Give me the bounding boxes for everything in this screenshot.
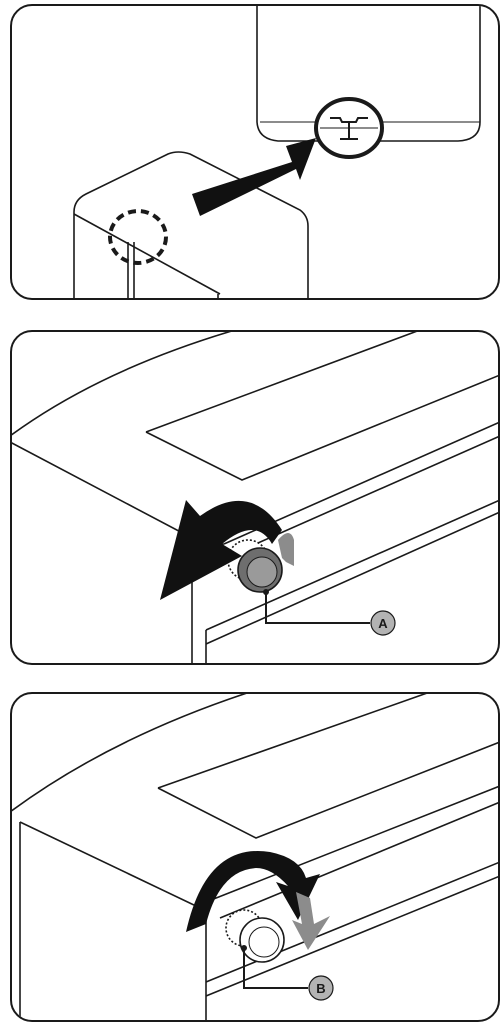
- step-3-panel: B: [10, 692, 500, 1022]
- adjustment-knob: [226, 910, 284, 962]
- step-2-panel: A: [10, 330, 500, 665]
- adjustment-knob: [228, 540, 282, 592]
- grey-rotation-hint-arrow: [292, 892, 330, 950]
- push-direction-arrow: [192, 138, 316, 216]
- appliance-detail-circle: [110, 211, 166, 263]
- step-1-illustration: [10, 4, 500, 300]
- step-3-illustration: B: [10, 692, 500, 1022]
- step-1-panel: [10, 4, 500, 300]
- device-body: [10, 330, 500, 665]
- bracket-detail-circle: [316, 99, 382, 157]
- step-2-illustration: A: [10, 330, 500, 665]
- callout-b-label: B: [316, 981, 325, 996]
- callout-a-label: A: [378, 616, 388, 631]
